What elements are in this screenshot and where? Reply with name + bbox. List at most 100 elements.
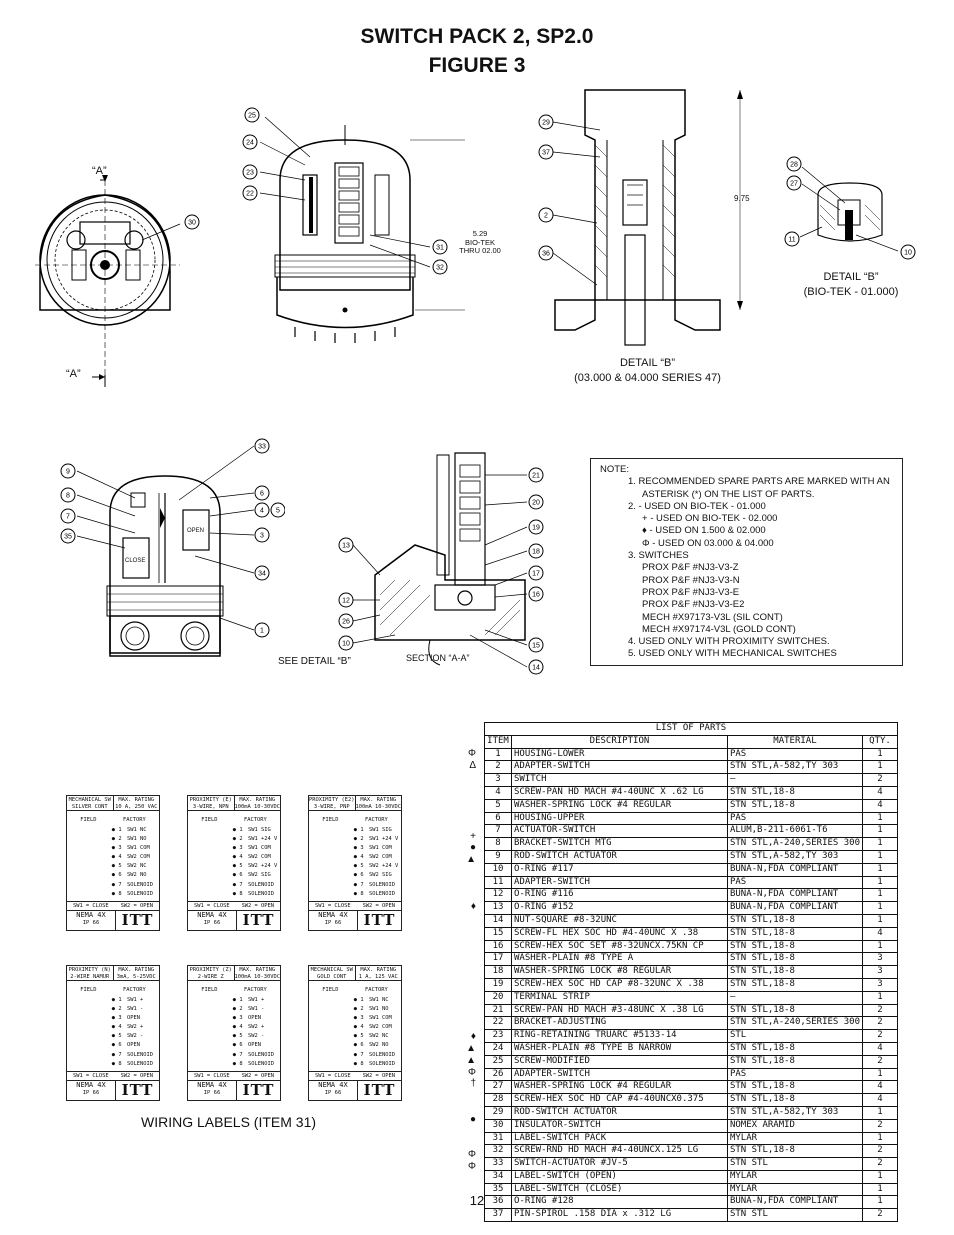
svg-text:17: 17 (532, 571, 540, 578)
itt-logo: ITT (121, 1081, 154, 1099)
terminal-number: 6 (239, 1042, 243, 1049)
cell-qty: 1 (862, 901, 898, 915)
terminal-dot-icon: ● (353, 1060, 357, 1067)
cell-item: 7 (484, 824, 512, 838)
cell-description: ADAPTER-SWITCH (511, 876, 728, 889)
cell-item: 5 (484, 799, 512, 813)
cell-material: MYLAR (726, 1132, 864, 1145)
cell-material: STN STL,18-8 (726, 978, 864, 992)
callout-10b: 10 (338, 635, 354, 651)
terminal-dot-icon: ● (353, 997, 357, 1003)
field-heading: FIELD (80, 987, 97, 993)
factory-heading: FACTORY (123, 817, 146, 823)
cell-material: STN STL,18-8 (726, 940, 864, 953)
terminal-dot-icon: ● (232, 827, 236, 833)
svg-text:5: 5 (276, 508, 280, 515)
cell-material: BUNA-N,FDA COMPLIANT (726, 901, 864, 915)
svg-text:32: 32 (436, 265, 444, 272)
callout-16: 16 (528, 586, 544, 602)
cell-description: SCREW-HEX SOC HD CAP #4-40UNCX0.375 (511, 1093, 728, 1107)
cell-description: SCREW-MODIFIED (511, 1055, 728, 1069)
svg-text:20: 20 (532, 500, 540, 507)
parts-list-table: LIST OF PARTS ITEM DESCRIPTION MATERIAL … (484, 722, 898, 1223)
cell-material: BUNA-N,FDA COMPLIANT (726, 863, 864, 877)
terminal-name: SOLENOID (369, 1051, 395, 1058)
terminal-dot-icon: ● (232, 1015, 236, 1022)
terminal-dot-icon: ● (232, 997, 236, 1003)
field-heading: FIELD (322, 987, 339, 993)
cell-description: TERMINAL STRIP (511, 991, 728, 1005)
sw2-state: SW2 = OPEN (241, 903, 275, 909)
callout-23: 23 (242, 164, 258, 180)
cell-description: SCREW-PAN HD MACH #4-40UNC X .62 LG (511, 786, 728, 800)
callout-2: 2 (538, 207, 554, 223)
cell-item: 13 (484, 901, 512, 915)
terminal-number: 5 (360, 863, 364, 870)
terminal-number: 2 (118, 836, 122, 843)
cell-material: STN STL,18-8 (726, 965, 864, 979)
cell-description: SCREW-HEX SOC HD CAP #8-32UNC X .38 (511, 978, 728, 992)
callout-12: 12 (338, 592, 354, 608)
sw2-state: SW2 = OPEN (362, 1073, 396, 1079)
factory-heading: FACTORY (244, 817, 267, 823)
cell-material: STN STL,A-582,TY 303 (726, 1106, 864, 1120)
callout-19: 19 (528, 519, 544, 535)
terminal-name: SOLENOID (248, 1051, 274, 1058)
terminal-number: 8 (118, 1060, 122, 1067)
notes-heading: NOTE: (600, 464, 630, 475)
switch-type: PROXIMITY (E2) 3-WIRE, PNP (309, 796, 356, 810)
terminal-name: SW1 SIG (248, 827, 271, 833)
terminal-dot-icon: ● (353, 836, 357, 843)
terminal-number: 8 (360, 890, 364, 897)
svg-text:24: 24 (246, 140, 254, 147)
cell-item: 3 (484, 773, 512, 787)
terminal-name: SW1 +24 V (248, 836, 278, 843)
callout-18: 18 (528, 543, 544, 559)
sw1-state: SW1 = CLOSE (193, 1073, 230, 1079)
cell-qty: 1 (862, 824, 898, 838)
terminal-name: SW2 SIG (369, 872, 392, 879)
terminal-number: 5 (239, 863, 243, 870)
note-line: 3. SWITCHES (628, 550, 689, 562)
terminal-dot-icon: ● (353, 845, 357, 852)
cell-description: SCREW-PAN HD MACH #3-48UNC X .38 LG (511, 1004, 728, 1017)
terminal-name: SW2 SIG (248, 872, 271, 879)
cell-material: STN STL,18-8 (726, 786, 864, 800)
terminal-number: 6 (360, 1042, 364, 1049)
svg-text:26: 26 (342, 619, 350, 626)
cell-item: 11 (484, 876, 512, 889)
cell-material: STN STL,A-240,SERIES 300 (726, 837, 864, 851)
cell-item: 37 (484, 1208, 512, 1222)
cell-qty: 3 (862, 965, 898, 979)
terminal-name: SW1 NO (127, 836, 147, 843)
max-rating: MAX. RATING 100mA 10-30VDC (234, 967, 280, 980)
cell-description: ADAPTER-SWITCH (511, 1068, 728, 1081)
cell-material: BUNA-N,FDA COMPLIANT (726, 1195, 864, 1209)
callout-26: 26 (338, 613, 354, 629)
terminal-dot-icon: ● (353, 1042, 357, 1049)
cell-description: ADAPTER-SWITCH (511, 760, 728, 774)
terminal-name: SW1 NC (127, 827, 147, 833)
cell-qty: 2 (862, 1029, 898, 1043)
